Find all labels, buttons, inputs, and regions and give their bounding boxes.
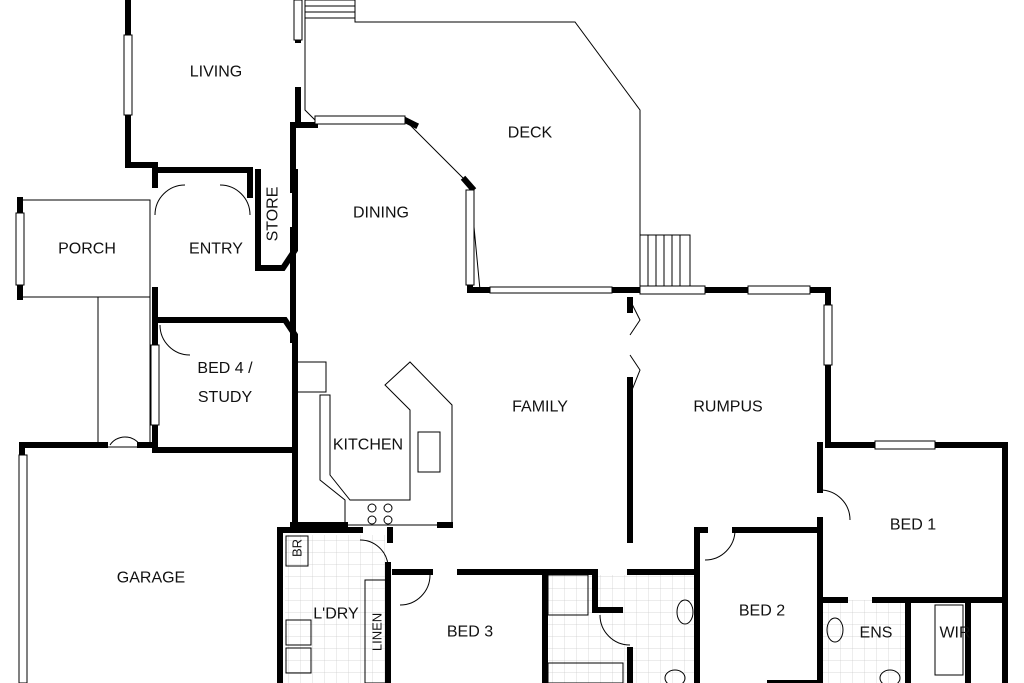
room-label-bed4: BED 4 / STUDY <box>197 354 252 412</box>
room-label-bed1: BED 1 <box>889 516 937 534</box>
room-label-family: FAMILY <box>512 398 568 416</box>
bed4-line2: STUDY <box>197 389 253 406</box>
room-label-bed3: BED 3 <box>446 623 494 641</box>
room-label-rumpus: RUMPUS <box>693 398 763 416</box>
room-label-br: BR <box>289 538 305 558</box>
room-label-porch: PORCH <box>58 240 116 258</box>
room-label-kitchen: KITCHEN <box>332 436 404 454</box>
room-label-living: LIVING <box>189 63 243 81</box>
room-label-wir: WIR <box>939 624 971 642</box>
fixtures <box>285 535 964 683</box>
bath-tiles <box>545 575 695 683</box>
room-label-ensuite: ENS <box>859 624 893 642</box>
deck-stairs <box>304 0 691 291</box>
room-label-store: STORE <box>264 186 282 242</box>
room-label-deck: DECK <box>507 124 553 142</box>
deck-area <box>304 17 691 291</box>
room-label-garage: GARAGE <box>116 569 186 587</box>
kitchen-bench <box>295 361 453 526</box>
room-label-laundry: L'DRY <box>313 605 359 623</box>
room-label-linen: LINEN <box>369 612 385 652</box>
bed4-line1: BED 4 / <box>197 360 253 377</box>
laundry-tiles <box>285 535 385 683</box>
door-swings <box>109 184 851 646</box>
room-label-entry: ENTRY <box>189 240 243 258</box>
room-label-bed2: BED 2 <box>738 602 786 620</box>
room-label-dining: DINING <box>353 204 409 222</box>
windows <box>15 0 936 683</box>
